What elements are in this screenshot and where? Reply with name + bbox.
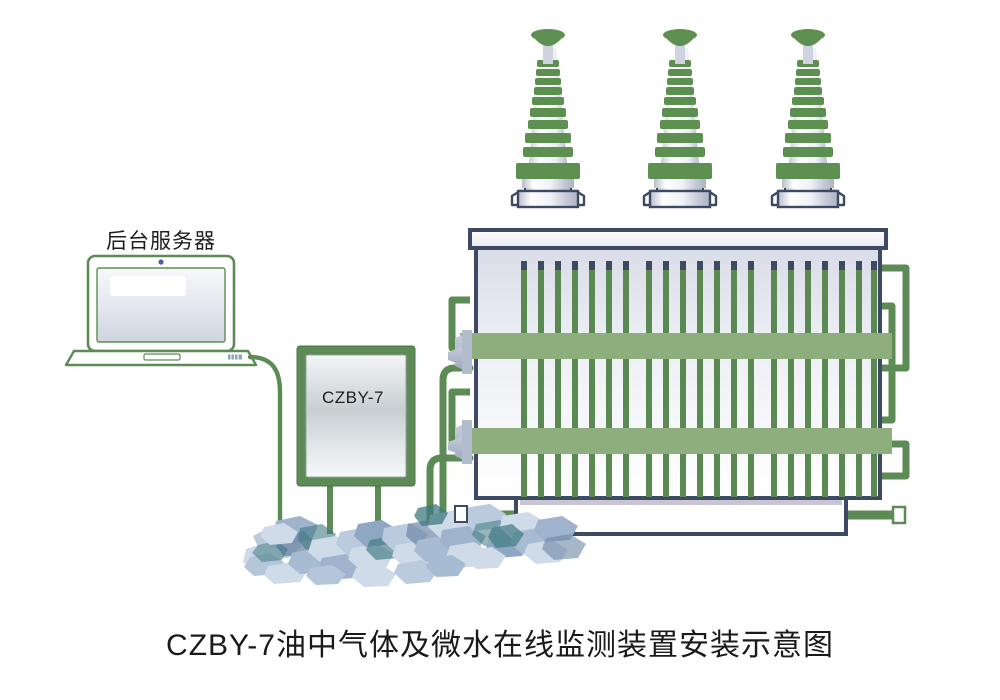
server-cable [247, 354, 283, 523]
server-label: 后台服务器 [106, 230, 216, 253]
bushing-3 [770, 29, 846, 209]
transformer-tank [474, 238, 882, 500]
bushing-2 [642, 29, 718, 209]
collector-bands [460, 333, 892, 454]
laptop-icon [64, 254, 258, 367]
transformer-lid [468, 228, 888, 250]
figure-caption: CZBY-7油中气体及微水在线监测装置安装示意图 [166, 629, 834, 662]
device-label: CZBY-7 [322, 388, 384, 407]
laptop-port-icon [228, 354, 242, 360]
monitor-cabinet-icon [296, 345, 416, 534]
sampling-valve-upper [448, 330, 472, 374]
sample-pipe-upper [439, 364, 474, 524]
gravel-rocks-icon [243, 504, 586, 587]
cooling-fins [521, 261, 877, 497]
bushing-1 [510, 29, 586, 209]
sampling-valve-lower [448, 420, 472, 464]
